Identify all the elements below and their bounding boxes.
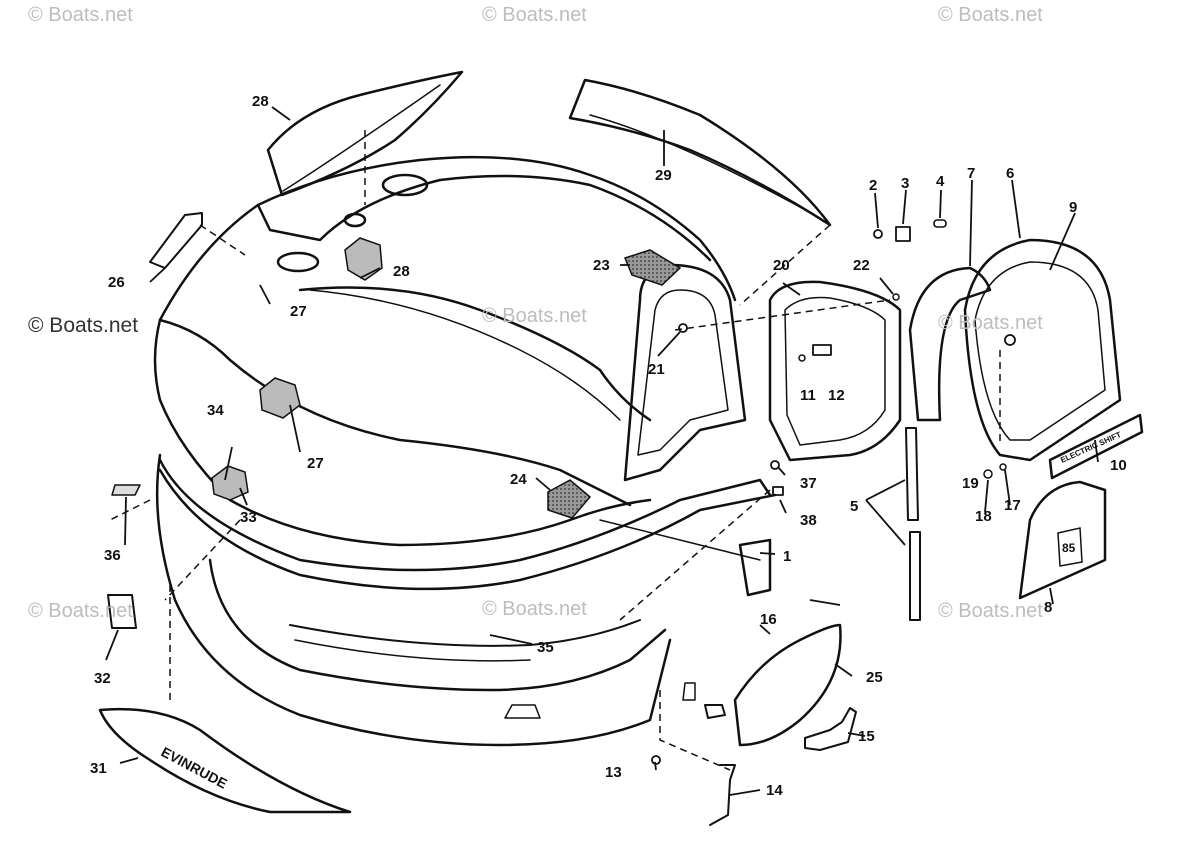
callout-37: 37 xyxy=(800,475,817,492)
part-14-bracket xyxy=(709,764,736,826)
callout-35: 35 xyxy=(537,639,554,656)
part-hood-lower-rim xyxy=(158,458,772,572)
callout-14: 14 xyxy=(766,782,783,799)
callout-25: 25 xyxy=(866,669,883,686)
callout-8: 8 xyxy=(1044,599,1052,616)
callout-11: 11 xyxy=(800,387,816,404)
callout-19: 19 xyxy=(962,475,979,492)
callout-38: 38 xyxy=(800,512,817,529)
hp-badge-text: 85 xyxy=(1062,541,1076,555)
callout-9: 9 xyxy=(1069,199,1077,216)
part-29-vent-cover xyxy=(266,70,464,197)
callout-30: 29 xyxy=(655,167,672,184)
watermark: © Boats.net xyxy=(482,4,587,26)
callout-24: 24 xyxy=(510,471,527,488)
watermark: © Boats.net xyxy=(938,600,1043,622)
callout-2: 2 xyxy=(869,177,877,194)
callout-21: 21 xyxy=(648,361,665,378)
callout-16: 16 xyxy=(760,611,777,628)
callout-13: 13 xyxy=(605,764,622,781)
part-10-decal xyxy=(1048,413,1144,480)
callout-36: 36 xyxy=(104,547,121,564)
watermark: © Boats.net xyxy=(938,4,1043,26)
callout-17: 17 xyxy=(1004,497,1021,514)
watermark: © Boats.net xyxy=(938,312,1043,334)
part-1-bracket xyxy=(738,538,772,597)
part-30-upper-panel xyxy=(568,78,832,227)
callout-22: 22 xyxy=(853,257,870,274)
part-20-frame xyxy=(768,280,902,462)
callout-31: 31 xyxy=(90,760,107,777)
callout-20: 20 xyxy=(773,257,790,274)
callout-5: 5 xyxy=(850,498,858,515)
callout-26: 26 xyxy=(108,274,125,291)
part-15-latch xyxy=(804,707,857,751)
callout-28: 28 xyxy=(393,263,410,280)
watermark: © Boats.net xyxy=(482,305,587,327)
part-6-rear-cover xyxy=(963,238,1122,462)
callout-7: 7 xyxy=(967,165,975,182)
callout-32: 32 xyxy=(94,670,111,687)
part-hood-upper xyxy=(158,155,737,322)
watermark: © Boats.net xyxy=(28,4,133,26)
part-7-seal xyxy=(908,266,992,422)
callout-34: 34 xyxy=(207,402,224,419)
part-lower-cowl xyxy=(155,453,672,747)
part-31-decal xyxy=(98,707,352,814)
callout-1: 1 xyxy=(783,548,791,565)
part-25-door xyxy=(733,623,842,747)
callout-18: 18 xyxy=(975,508,992,525)
callout-27a: 27 xyxy=(290,303,307,320)
callout-4: 4 xyxy=(936,173,945,190)
callout-27b: 27 xyxy=(307,455,324,472)
callout-12: 12 xyxy=(828,387,845,404)
callout-10: 10 xyxy=(1110,457,1127,474)
callout-33: 33 xyxy=(240,509,257,526)
callout-15: 15 xyxy=(858,728,875,745)
callout-29: 28 xyxy=(252,93,269,110)
watermark: © Boats.net xyxy=(28,314,139,337)
callout-23: 23 xyxy=(593,257,610,274)
callout-6: 6 xyxy=(1006,165,1014,182)
callout-3: 3 xyxy=(901,175,909,192)
watermark: © Boats.net xyxy=(482,598,587,620)
part-8-badge xyxy=(1018,480,1107,600)
watermark: © Boats.net xyxy=(28,600,133,622)
